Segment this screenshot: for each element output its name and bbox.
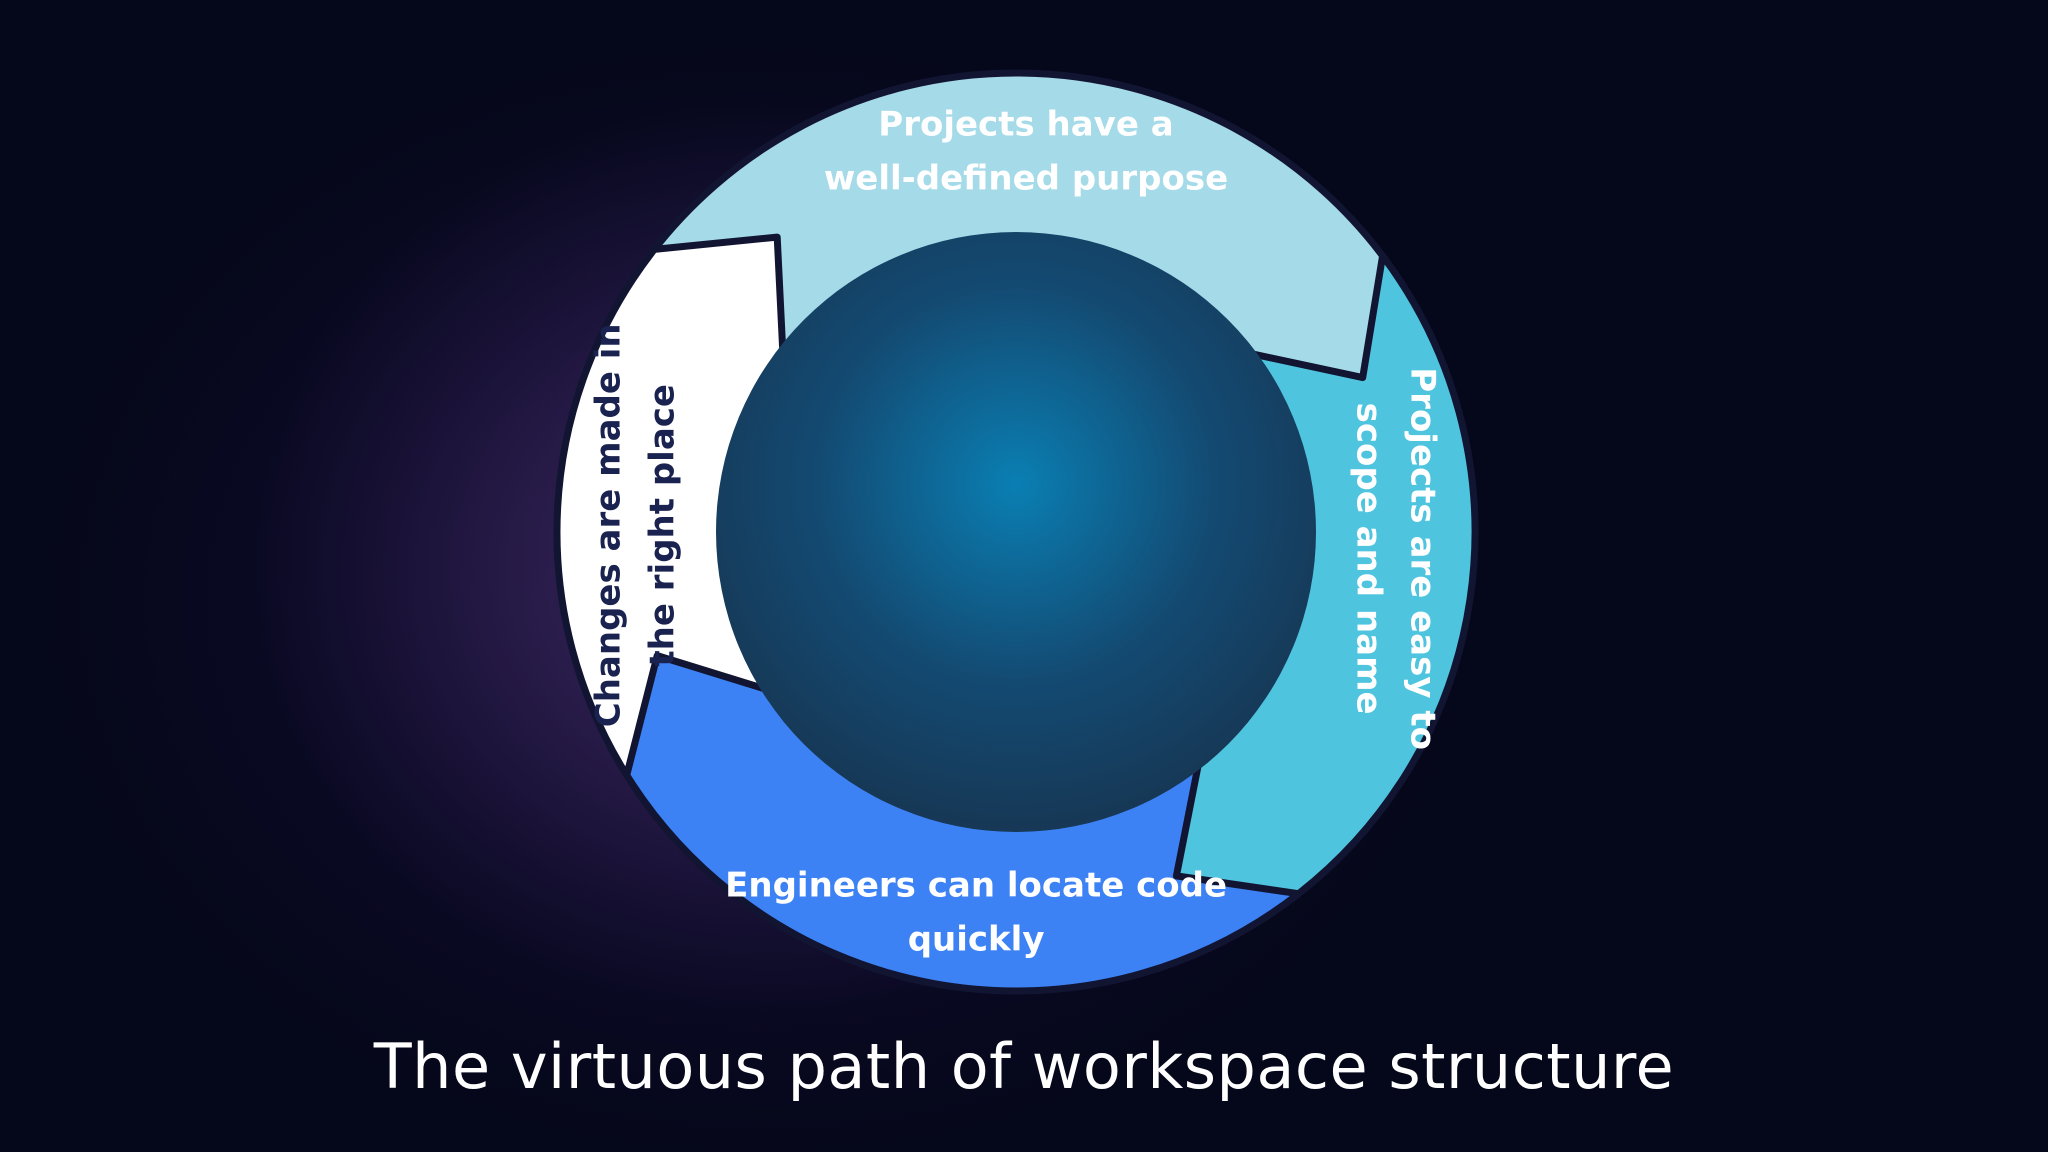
segment-label-left-line-2: the right place xyxy=(643,384,683,667)
segment-label-right-line-1: Projects are easy to xyxy=(1403,367,1443,750)
segment-label-top-line-1: Projects have a xyxy=(878,105,1173,145)
segment-label-bottom-line-1: Engineers can locate code xyxy=(725,865,1227,905)
cycle-segments xyxy=(553,69,1479,995)
segment-label-top-line-2: well-defined purpose xyxy=(824,159,1228,199)
diagram-caption: The virtuous path of workspace structure xyxy=(373,1030,1675,1103)
segment-label-left: Changes are made in the right place xyxy=(589,323,683,727)
center-circle xyxy=(716,232,1316,832)
segment-label-right: Projects are easy to scope and name xyxy=(1349,367,1443,750)
segment-label-bottom-line-2: quickly xyxy=(908,919,1045,959)
segment-label-right-line-2: scope and name xyxy=(1349,403,1389,715)
segment-label-bottom: Engineers can locate code quickly xyxy=(725,865,1227,959)
segment-label-left-line-1: Changes are made in xyxy=(589,323,629,727)
segment-label-top: Projects have a well-defined purpose xyxy=(824,105,1228,199)
